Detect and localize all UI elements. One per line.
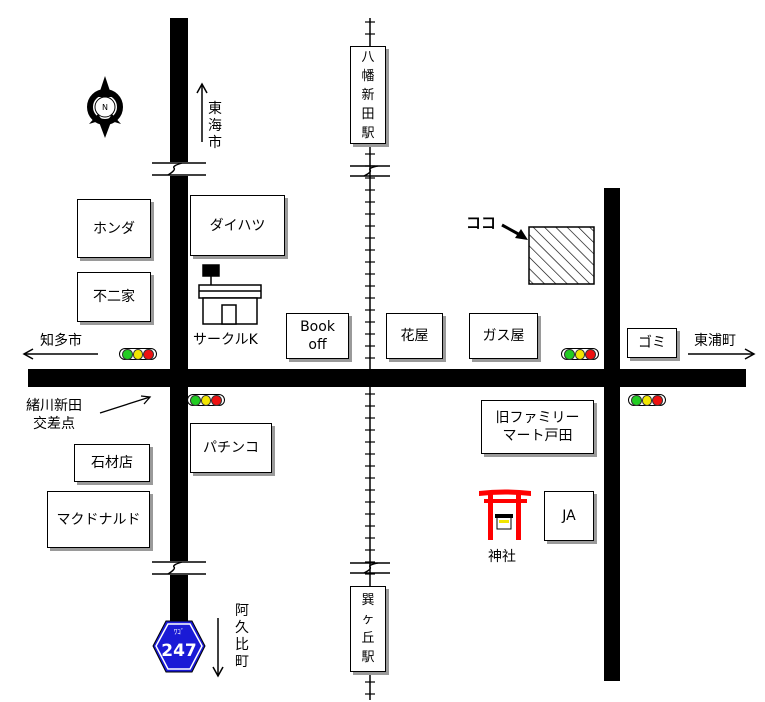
arrow-west-icon <box>22 348 98 360</box>
direction-north-char: 市 <box>208 135 222 151</box>
direction-south-char: 町 <box>235 654 249 670</box>
place-gasuya[interactable]: ガス屋 <box>469 313 538 359</box>
place-pachinko[interactable]: パチンコ <box>190 423 272 473</box>
place-former-familymart[interactable]: 旧ファミリー マート戸田 <box>481 400 594 454</box>
direction-north-label: 東海市 <box>208 101 222 152</box>
place-fujiya[interactable]: 不二家 <box>77 272 151 322</box>
direction-east-label: 東浦町 <box>694 333 736 349</box>
arrow-south-icon <box>212 618 224 678</box>
main-north-south-road <box>170 18 188 662</box>
place-mcdonalds[interactable]: マクドナルド <box>47 491 150 548</box>
station-char: 新 <box>361 87 375 103</box>
direction-south-char: 比 <box>235 637 249 653</box>
intersection-label: 緒川新田 交差点 <box>26 398 82 432</box>
place-shrine-label: 神社 <box>488 549 516 565</box>
target-arrow <box>501 223 528 240</box>
direction-north-char: 海 <box>208 118 222 134</box>
arrow-north-icon <box>196 82 208 142</box>
target-lot <box>528 226 595 285</box>
station-char: 駅 <box>361 650 375 665</box>
place-hanaya[interactable]: 花屋 <box>386 313 443 359</box>
station-yahata-shinden[interactable]: 八幡新田駅 <box>350 46 386 144</box>
station-char: 駅 <box>361 125 375 141</box>
station-tatsumigaoka[interactable]: 巽ヶ丘駅 <box>350 586 386 672</box>
place-circle-k-label: サークルK <box>193 332 258 348</box>
north-arrow-icon: N <box>87 76 123 138</box>
convenience-store-icon <box>198 264 262 325</box>
route-kana: ﾜｺﾞ <box>174 628 185 636</box>
route-number: 247 <box>161 641 197 661</box>
direction-south-label: 阿久比町 <box>235 603 249 671</box>
station-char: 八 <box>361 49 375 65</box>
direction-west-label: 知多市 <box>40 333 82 349</box>
direction-north-char: 東 <box>208 101 222 117</box>
compass-letter: N <box>102 103 108 112</box>
traffic-signal-icon <box>187 394 225 406</box>
place-gomi[interactable]: ゴミ <box>627 328 677 358</box>
station-char: ヶ <box>361 612 375 627</box>
place-honda[interactable]: ホンダ <box>77 199 151 258</box>
place-bookoff[interactable]: Book off <box>286 313 349 359</box>
direction-south-char: 久 <box>235 620 249 636</box>
road-break-marks <box>152 162 390 575</box>
place-ja[interactable]: JA <box>544 491 594 541</box>
target-label: ココ <box>466 214 497 232</box>
place-daihatsu[interactable]: ダイハツ <box>190 195 285 256</box>
station-char: 田 <box>361 106 375 122</box>
main-east-west-road <box>28 369 746 387</box>
intersection-pointer-arrow <box>99 395 152 414</box>
station-char: 丘 <box>361 631 375 646</box>
station-char: 幡 <box>361 68 375 84</box>
east-north-south-road <box>604 188 620 681</box>
place-sekizaiten[interactable]: 石材店 <box>74 444 150 482</box>
arrow-east-icon <box>688 348 756 360</box>
traffic-signal-icon <box>561 348 599 360</box>
station-char: 巽 <box>361 593 375 608</box>
direction-south-char: 阿 <box>235 603 249 619</box>
traffic-signal-icon <box>119 348 157 360</box>
route-247-shield-icon: ﾜｺﾞ 247 <box>152 620 206 673</box>
traffic-signal-icon <box>628 394 666 406</box>
shrine-torii-icon <box>479 489 531 540</box>
